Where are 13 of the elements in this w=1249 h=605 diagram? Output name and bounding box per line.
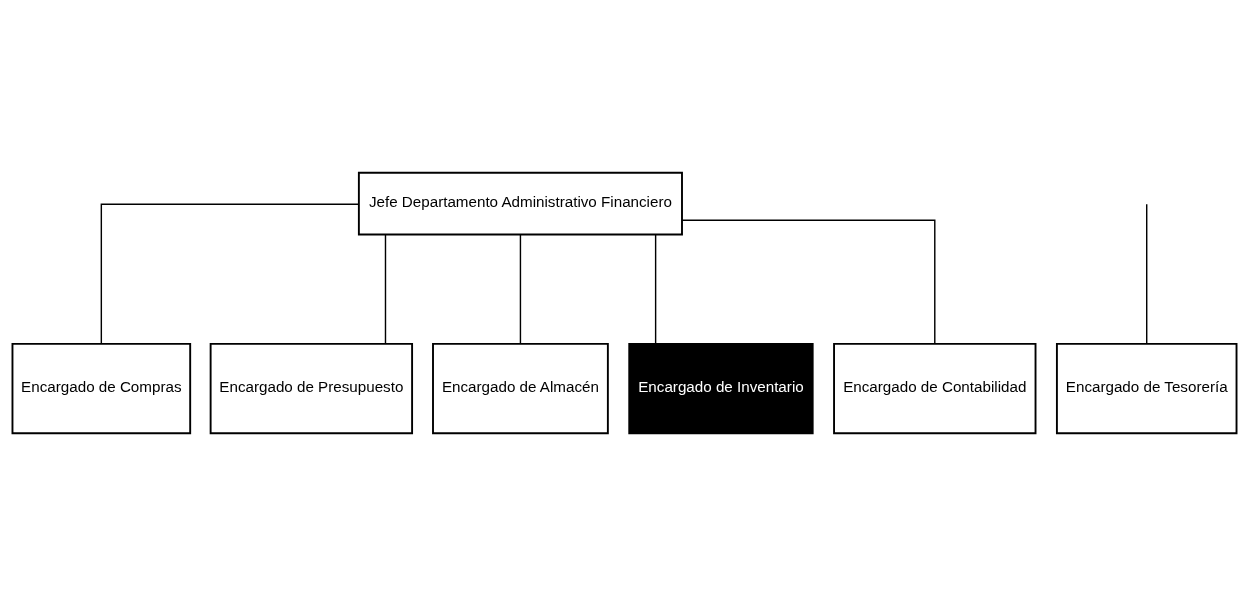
connector — [1146, 203, 1148, 344]
node-box: Encargado de Presupuesto — [209, 342, 414, 434]
node-box: Encargado de Almacén — [432, 342, 609, 434]
connector — [384, 233, 387, 344]
connector — [519, 233, 522, 344]
connector — [654, 233, 657, 344]
connector — [100, 202, 360, 344]
connector — [681, 219, 936, 344]
node-box: Encargado de Inventario — [628, 342, 814, 434]
node-box: Jefe Departamento Administrativo Financiero — [357, 171, 683, 235]
node-box: Encargado de Contabilidad — [833, 342, 1037, 434]
node-box: Encargado de Compras — [11, 342, 192, 434]
node-box: Encargado de Tesorería — [1055, 342, 1238, 434]
